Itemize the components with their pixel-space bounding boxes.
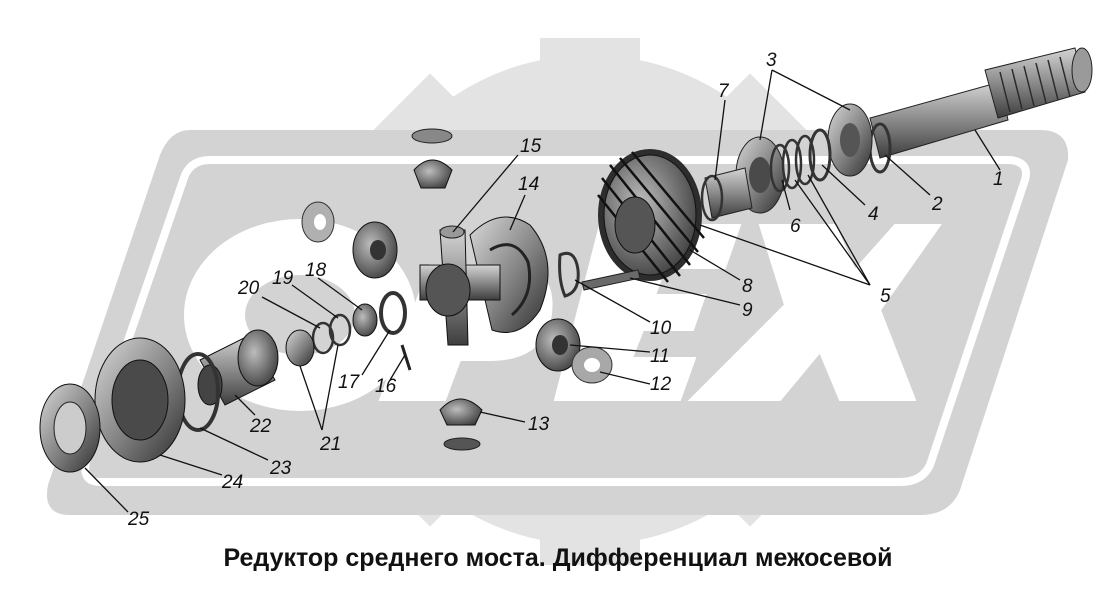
callout-6: 6 [790,216,801,237]
thrust-washer-top-left [301,201,335,243]
ring-5b [781,138,803,190]
callout-23: 23 [269,458,292,479]
leader-8 [689,249,741,281]
leader-16 [389,354,406,381]
leader-12 [599,371,651,385]
callout-7: 7 [718,81,730,102]
callout-25: 25 [127,509,150,530]
watermark-letter-h [687,224,942,401]
thrust-washer-17 [379,291,407,335]
leader-14 [509,194,526,231]
watermark-letter-o-hole [245,275,355,355]
leader-21b [321,344,339,431]
callout-1: 1 [993,169,1004,190]
callout-3: 3 [766,50,777,71]
callout-24: 24 [221,472,243,493]
callout-22: 22 [249,416,272,437]
ring-7 [700,174,724,222]
pin-16 [400,344,412,371]
leader-3a [771,69,851,111]
leader-5a [807,174,871,286]
leader-lines [84,69,1001,513]
leader-6 [781,179,791,211]
callout-12: 12 [650,374,672,395]
lock-plate-10 [558,251,580,298]
callout-20: 20 [237,278,260,299]
leader-21a [299,365,323,431]
spacer-6 [769,143,791,193]
watermark-plate-inner [81,156,1030,486]
callout-17: 17 [338,372,361,393]
satellite-gear-11 [535,318,581,372]
callout-2: 2 [931,194,943,215]
bolt-9 [581,269,641,291]
callout-8: 8 [742,276,753,297]
ring-19 [328,313,352,347]
leader-4 [821,164,866,206]
bearing-cover-24 [94,337,186,463]
ring-20 [311,321,335,355]
leader-24 [159,454,223,476]
leader-7 [714,99,726,181]
callout-16: 16 [375,376,397,397]
leader-18 [317,277,363,311]
leader-20 [261,296,321,329]
exploded-parts [39,47,1093,473]
input-shaft-1 [869,47,1093,159]
satellite-gear-top [411,128,453,189]
leader-11 [569,344,651,353]
leader-5c [699,224,871,286]
leader-5b [794,179,871,286]
leader-9 [629,277,741,306]
satellite-gear-left [352,221,398,279]
roller-bearing-21 [285,329,315,367]
differential-cross-15 [419,225,501,346]
leader-15 [452,154,519,233]
callout-19: 19 [272,268,294,289]
drive-gear-8 [597,149,705,283]
satellite-gear-13 [439,398,483,451]
diagram-caption: Редуктор среднего моста. Дифференциал ме… [223,544,893,572]
leader-25 [84,467,129,513]
leader-1 [974,129,1001,171]
callout-5: 5 [880,286,891,307]
callout-14: 14 [518,174,539,195]
differential-case-14 [469,216,549,333]
callout-4: 4 [868,204,879,225]
callout-11: 11 [650,346,670,367]
leader-23 [199,427,269,461]
ring-5a [794,134,816,186]
leader-19 [291,284,339,319]
leader-2 [884,154,931,196]
leader-3b [759,69,773,141]
ring-4 [808,128,832,182]
callouts: 1 2 3 4 5 6 7 8 9 10 11 12 13 14 15 16 1… [127,50,1004,530]
leader-10 [574,279,651,323]
leader-13 [479,411,526,423]
callout-18: 18 [305,260,327,281]
leader-17 [361,329,391,376]
oil-seal-25 [39,383,101,473]
callout-15: 15 [520,136,542,157]
ring-18 [352,303,378,337]
callout-10: 10 [650,318,672,339]
callout-21: 21 [319,434,341,455]
callout-13: 13 [528,414,550,435]
leader-22 [234,394,256,416]
thrust-washer-12 [571,346,613,384]
bearing-3a [827,103,873,177]
callout-9: 9 [742,300,753,321]
